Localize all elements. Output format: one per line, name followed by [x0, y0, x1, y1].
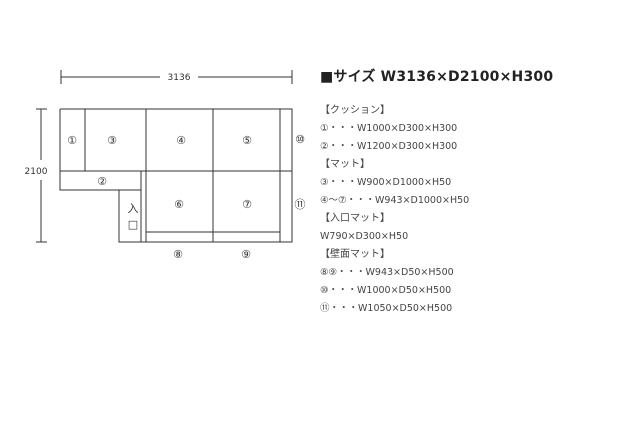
section-heading: 【壁面マット】: [320, 249, 390, 260]
entrance-box: □: [128, 218, 138, 231]
marker-6: ⑥: [174, 198, 184, 211]
section-entrance-mat: 【入口マット】 W790×D300×H50: [320, 210, 620, 246]
spec-row: ②・・・W1200×D300×H300: [320, 141, 458, 152]
spec-row: ③・・・W900×D1000×H50: [320, 177, 452, 188]
spec-row: ④～⑦・・・W943×D1000×H50: [320, 195, 470, 206]
marker-4: ④: [176, 134, 186, 147]
markers: ① ② ③ ④ ⑤ ⑥ ⑦ ⑧ ⑨ ⑩ ⑪: [67, 133, 305, 261]
marker-1: ①: [67, 134, 77, 147]
marker-9: ⑨: [241, 248, 251, 261]
sofa-outline: [59, 108, 293, 243]
section-cushion: 【クッション】 ①・・・W1000×D300×H300 ②・・・W1200×D3…: [320, 102, 620, 156]
width-dimension: [60, 70, 293, 84]
marker-5: ⑤: [242, 134, 252, 147]
spec-title: ■サイズ W3136×D2100×H300: [320, 69, 554, 85]
spec-row: W790×D300×H50: [320, 231, 409, 242]
spec-row: ⑧⑨・・・W943×D50×H500: [320, 267, 454, 278]
section-heading: 【クッション】: [320, 105, 390, 116]
marker-7: ⑦: [242, 198, 252, 211]
width-label: 3136: [168, 73, 191, 83]
depth-label: 2100: [25, 167, 48, 177]
marker-8: ⑧: [173, 248, 183, 261]
section-heading: 【マット】: [320, 159, 370, 170]
marker-2: ②: [97, 175, 107, 188]
spec-panel: ■サイズ W3136×D2100×H300 【クッション】 ①・・・W1000×…: [320, 66, 620, 318]
section-heading: 【入口マット】: [320, 213, 390, 224]
section-wall-mat: 【壁面マット】 ⑧⑨・・・W943×D50×H500 ⑩・・・W1000×D50…: [320, 246, 620, 318]
spec-row: ⑪・・・W1050×D50×H500: [320, 303, 453, 314]
marker-10: ⑩: [295, 133, 305, 146]
entrance-label: 入: [128, 202, 139, 215]
section-mat: 【マット】 ③・・・W900×D1000×H50 ④～⑦・・・W943×D100…: [320, 156, 620, 210]
layout-diagram: 3136 2100 入 □ ① ② ③ ④ ⑤ ⑥ ⑦ ⑧ ⑨ ⑩: [25, 70, 306, 261]
spec-row: ⑩・・・W1000×D50×H500: [320, 285, 452, 296]
spec-row: ①・・・W1000×D300×H300: [320, 123, 458, 134]
marker-3: ③: [107, 134, 117, 147]
marker-11: ⑪: [295, 198, 306, 211]
depth-dimension: [36, 108, 47, 243]
